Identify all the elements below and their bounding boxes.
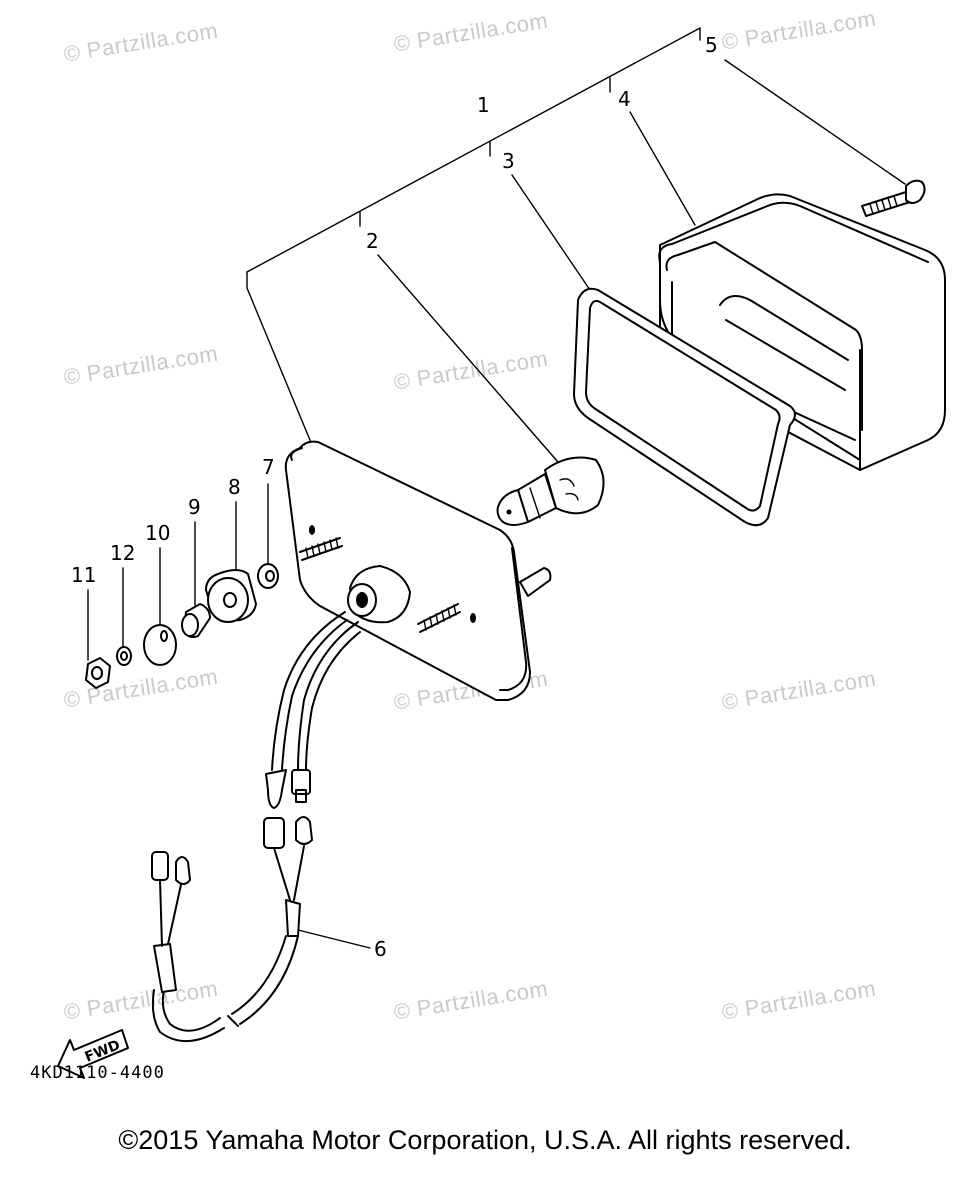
gasket (573, 287, 796, 527)
callout-7: 7 (262, 455, 275, 479)
callout-2: 2 (366, 229, 379, 253)
part-11-nut (85, 657, 111, 689)
wire-harness (151, 611, 361, 1043)
fwd-arrow-icon: FWD (57, 1029, 129, 1079)
callout-9: 9 (188, 495, 201, 519)
assembly-bracket (246, 27, 701, 446)
part-9-collar (181, 603, 211, 639)
base-plate (284, 440, 552, 701)
part-12-washer (116, 646, 132, 666)
part-8-grommet (205, 569, 257, 623)
callout-labels: 1 2 3 4 5 6 7 8 9 10 11 12 (71, 33, 718, 961)
callout-4: 4 (618, 87, 631, 111)
callout-3: 3 (502, 149, 515, 173)
callout-10: 10 (145, 521, 170, 545)
callout-6: 6 (374, 937, 387, 961)
callout-8: 8 (228, 475, 241, 499)
screw (861, 179, 926, 217)
leader-lines (87, 59, 906, 949)
part-10-plate (143, 624, 177, 666)
part-7-washer (257, 563, 279, 589)
copyright-notice: ©2015 Yamaha Motor Corporation, U.S.A. A… (118, 1125, 852, 1155)
callout-12: 12 (110, 541, 135, 565)
bulb (496, 456, 605, 526)
callout-11: 11 (71, 563, 96, 587)
callout-1: 1 (477, 93, 490, 117)
document-code: 4KD1110-4400 (30, 1063, 165, 1083)
callout-5: 5 (705, 33, 718, 57)
